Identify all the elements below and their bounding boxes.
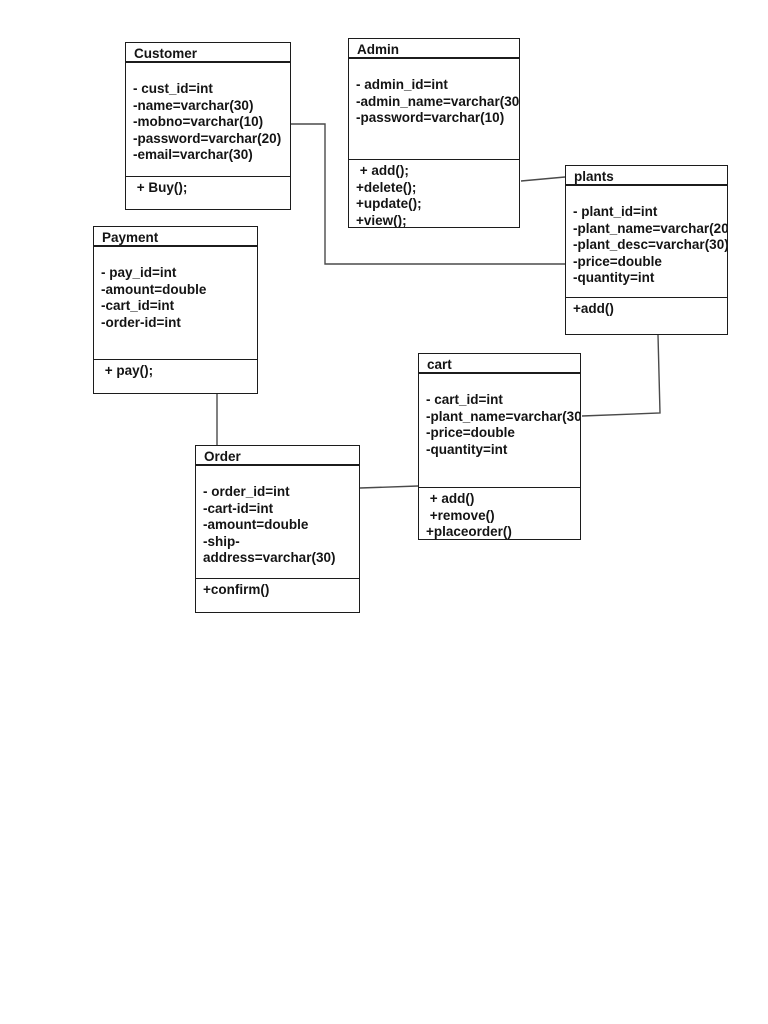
attribute: -quantity=int <box>426 441 508 457</box>
attribute: - cust_id=int <box>133 81 213 96</box>
method: + pay(); <box>101 363 154 378</box>
method: + Buy(); <box>133 180 188 195</box>
class-title-payment: Payment <box>94 227 257 247</box>
attribute: -price=double <box>426 425 515 440</box>
method: +update(); <box>356 196 422 211</box>
connector-order-cart <box>359 485 419 489</box>
method: +view(); <box>356 212 407 228</box>
attribute: -plant_name=varchar(20) <box>573 220 727 236</box>
attribute: -admin_name=varchar(30) <box>356 93 519 109</box>
class-methods-payment: + pay(); <box>94 360 257 393</box>
method: +remove() <box>426 507 495 523</box>
attribute: -amount=double <box>203 517 309 532</box>
connector-admin-plants <box>520 176 566 182</box>
attribute: -quantity=int <box>573 270 655 285</box>
attribute: -plant_name=varchar(30) <box>426 408 580 424</box>
class-methods-customer: + Buy(); <box>126 177 290 209</box>
connector-customer-plants <box>291 123 565 265</box>
attribute: -mobno=varchar(10) <box>133 114 264 129</box>
attribute: -plant_desc=varchar(30) <box>573 237 727 252</box>
connector-plants-cart <box>581 334 661 417</box>
attribute: - order_id=int <box>203 484 290 499</box>
attribute: -cart_id=int <box>101 298 175 313</box>
attribute: - cart_id=int <box>426 392 503 407</box>
attribute: - plant_id=int <box>573 204 658 219</box>
class-methods-cart: + add() +remove() +placeorder() <box>419 488 580 539</box>
method: +placeorder() <box>426 524 512 539</box>
class-attributes-admin: - admin_id=int -admin_name=varchar(30) -… <box>349 59 519 160</box>
class-title-order: Order <box>196 446 359 466</box>
class-methods-order: +confirm() <box>196 579 359 612</box>
attribute: -email=varchar(30) <box>133 147 253 162</box>
attribute: -password=varchar(20) <box>133 130 282 146</box>
attribute: -amount=double <box>101 281 207 297</box>
attribute: - admin_id=int <box>356 77 448 92</box>
class-attributes-order: - order_id=int -cart-id=int -amount=doub… <box>196 466 359 579</box>
class-box-payment: Payment - pay_id=int -amount=double -car… <box>93 226 258 394</box>
attribute: - pay_id=int <box>101 265 177 280</box>
class-box-order: Order - order_id=int -cart-id=int -amoun… <box>195 445 360 613</box>
class-methods-plants: +add() <box>566 298 727 334</box>
attribute: -password=varchar(10) <box>356 110 505 125</box>
class-title-customer: Customer <box>126 43 290 63</box>
class-box-customer: Customer - cust_id=int -name=varchar(30)… <box>125 42 291 210</box>
class-box-admin: Admin - admin_id=int -admin_name=varchar… <box>348 38 520 228</box>
class-box-cart: cart - cart_id=int -plant_name=varchar(3… <box>418 353 581 540</box>
class-attributes-plants: - plant_id=int -plant_name=varchar(20) -… <box>566 186 727 298</box>
class-title-cart: cart <box>419 354 580 374</box>
method: +delete(); <box>356 179 417 195</box>
method: + add() <box>426 491 475 506</box>
attribute: -cart-id=int <box>203 500 274 516</box>
class-methods-admin: + add(); +delete(); +update(); +view(); <box>349 160 519 227</box>
method: +add() <box>573 301 614 316</box>
attribute: -price=double <box>573 253 662 269</box>
class-attributes-payment: - pay_id=int -amount=double -cart_id=int… <box>94 247 257 360</box>
class-box-plants: plants - plant_id=int -plant_name=varcha… <box>565 165 728 335</box>
method: + add(); <box>356 163 409 178</box>
attribute: address=varchar(30) <box>203 550 336 565</box>
class-title-admin: Admin <box>349 39 519 59</box>
class-attributes-customer: - cust_id=int -name=varchar(30) -mobno=v… <box>126 63 290 177</box>
class-title-plants: plants <box>566 166 727 186</box>
attribute: -ship- <box>203 533 240 549</box>
attribute: -order-id=int <box>101 314 181 330</box>
method: +confirm() <box>203 582 270 597</box>
class-attributes-cart: - cart_id=int -plant_name=varchar(30) -p… <box>419 374 580 488</box>
attribute: -name=varchar(30) <box>133 97 254 113</box>
